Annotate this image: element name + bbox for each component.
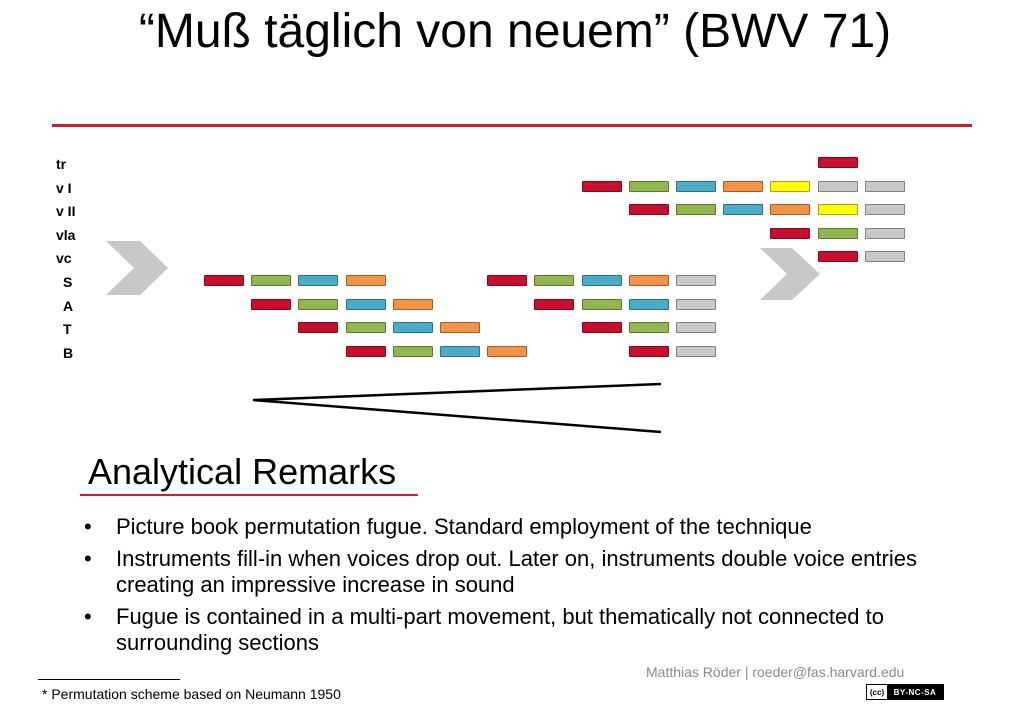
scheme-block-blue xyxy=(345,298,386,310)
scheme-block-blue xyxy=(676,180,716,192)
scheme-block-orange xyxy=(345,275,386,286)
part-label: S xyxy=(63,274,73,290)
cc-license-badge[interactable]: (cc) BY-NC-SA xyxy=(866,684,944,700)
scheme-block-blue xyxy=(628,298,669,310)
scheme-block-red xyxy=(628,345,669,357)
scheme-block-gray xyxy=(864,251,905,263)
scheme-block-blue xyxy=(298,275,339,286)
license-tags: BY-NC-SA xyxy=(887,685,943,699)
scheme-block-gray xyxy=(864,204,905,216)
scheme-block-gray xyxy=(676,275,716,286)
scheme-block-green xyxy=(581,298,622,310)
footnote: * Permutation scheme based on Neumann 19… xyxy=(42,686,341,702)
scheme-block-green xyxy=(534,275,575,286)
scheme-block-red xyxy=(534,298,575,310)
slide-title: “Muß täglich von neuem” (BWV 71) xyxy=(138,5,892,58)
scheme-block-orange xyxy=(440,322,480,334)
author-credit: Matthias Röder | roeder@fas.harvard.edu xyxy=(646,664,905,680)
left-chevron-icon xyxy=(106,241,168,295)
title-underline xyxy=(52,124,972,127)
section-heading: Analytical Remarks xyxy=(88,451,397,492)
part-label: tr xyxy=(56,156,67,172)
part-label: A xyxy=(63,297,74,314)
bullet-icon: • xyxy=(84,514,92,539)
scheme-block-orange xyxy=(628,275,669,286)
scheme-block-blue xyxy=(392,322,433,334)
scheme-block-green xyxy=(392,345,433,357)
scheme-block-orange xyxy=(770,204,811,216)
scheme-block-green xyxy=(628,322,669,334)
part-label: B xyxy=(63,344,74,361)
part-label: vla xyxy=(56,226,76,243)
scheme-block-green xyxy=(817,227,858,239)
zoom-wedge xyxy=(252,382,662,434)
scheme-block-gray xyxy=(676,298,716,310)
scheme-block-orange xyxy=(392,298,433,310)
right-chevron-icon xyxy=(760,248,820,300)
scheme-block-blue xyxy=(723,204,764,216)
scheme-block-red xyxy=(204,275,244,286)
list-item: • Picture book permutation fugue. Standar… xyxy=(84,514,984,540)
part-label: T xyxy=(63,321,72,338)
scheme-block-green xyxy=(345,322,386,334)
scheme-block-gray xyxy=(817,180,858,192)
part-label: vc xyxy=(56,250,72,267)
section-heading-underline xyxy=(80,494,418,496)
scheme-block-gray xyxy=(676,322,716,334)
bullet-text: Fugue is contained in a multi-part movem… xyxy=(116,604,884,655)
bullet-icon: • xyxy=(84,546,92,571)
scheme-block-red xyxy=(251,298,292,310)
scheme-block-red xyxy=(628,204,669,216)
scheme-block-red xyxy=(581,322,622,334)
part-label: v II xyxy=(56,203,76,220)
scheme-block-orange xyxy=(723,180,764,192)
bullet-text: Picture book permutation fugue. Standard… xyxy=(116,514,812,539)
scheme-block-red xyxy=(817,251,858,263)
scheme-block-red xyxy=(817,157,858,168)
cc-icon: (cc) xyxy=(869,687,885,697)
scheme-block-green xyxy=(251,275,292,286)
footnote-divider xyxy=(38,679,180,680)
remarks-list: • Picture book permutation fugue. Standar… xyxy=(84,514,984,662)
scheme-block-yellow xyxy=(817,204,858,216)
part-label: v I xyxy=(56,179,72,196)
scheme-block-gray xyxy=(676,345,716,357)
scheme-block-blue xyxy=(440,345,480,357)
list-item: • Instruments fill-in when voices drop ou… xyxy=(84,546,984,598)
scheme-block-green xyxy=(298,298,339,310)
scheme-block-red xyxy=(770,227,811,239)
scheme-block-orange xyxy=(487,345,528,357)
scheme-block-red xyxy=(581,180,622,192)
scheme-block-yellow xyxy=(770,180,811,192)
scheme-block-green xyxy=(676,204,716,216)
scheme-block-gray xyxy=(864,227,905,239)
scheme-block-blue xyxy=(581,275,622,286)
list-item: • Fugue is contained in a multi-part move… xyxy=(84,604,984,656)
scheme-block-gray xyxy=(864,180,905,192)
scheme-block-red xyxy=(487,275,528,286)
scheme-block-red xyxy=(345,345,386,357)
scheme-block-green xyxy=(628,180,669,192)
bullet-icon: • xyxy=(84,604,92,629)
bullet-text: Instruments fill-in when voices drop out… xyxy=(116,546,917,597)
scheme-block-red xyxy=(298,322,339,334)
